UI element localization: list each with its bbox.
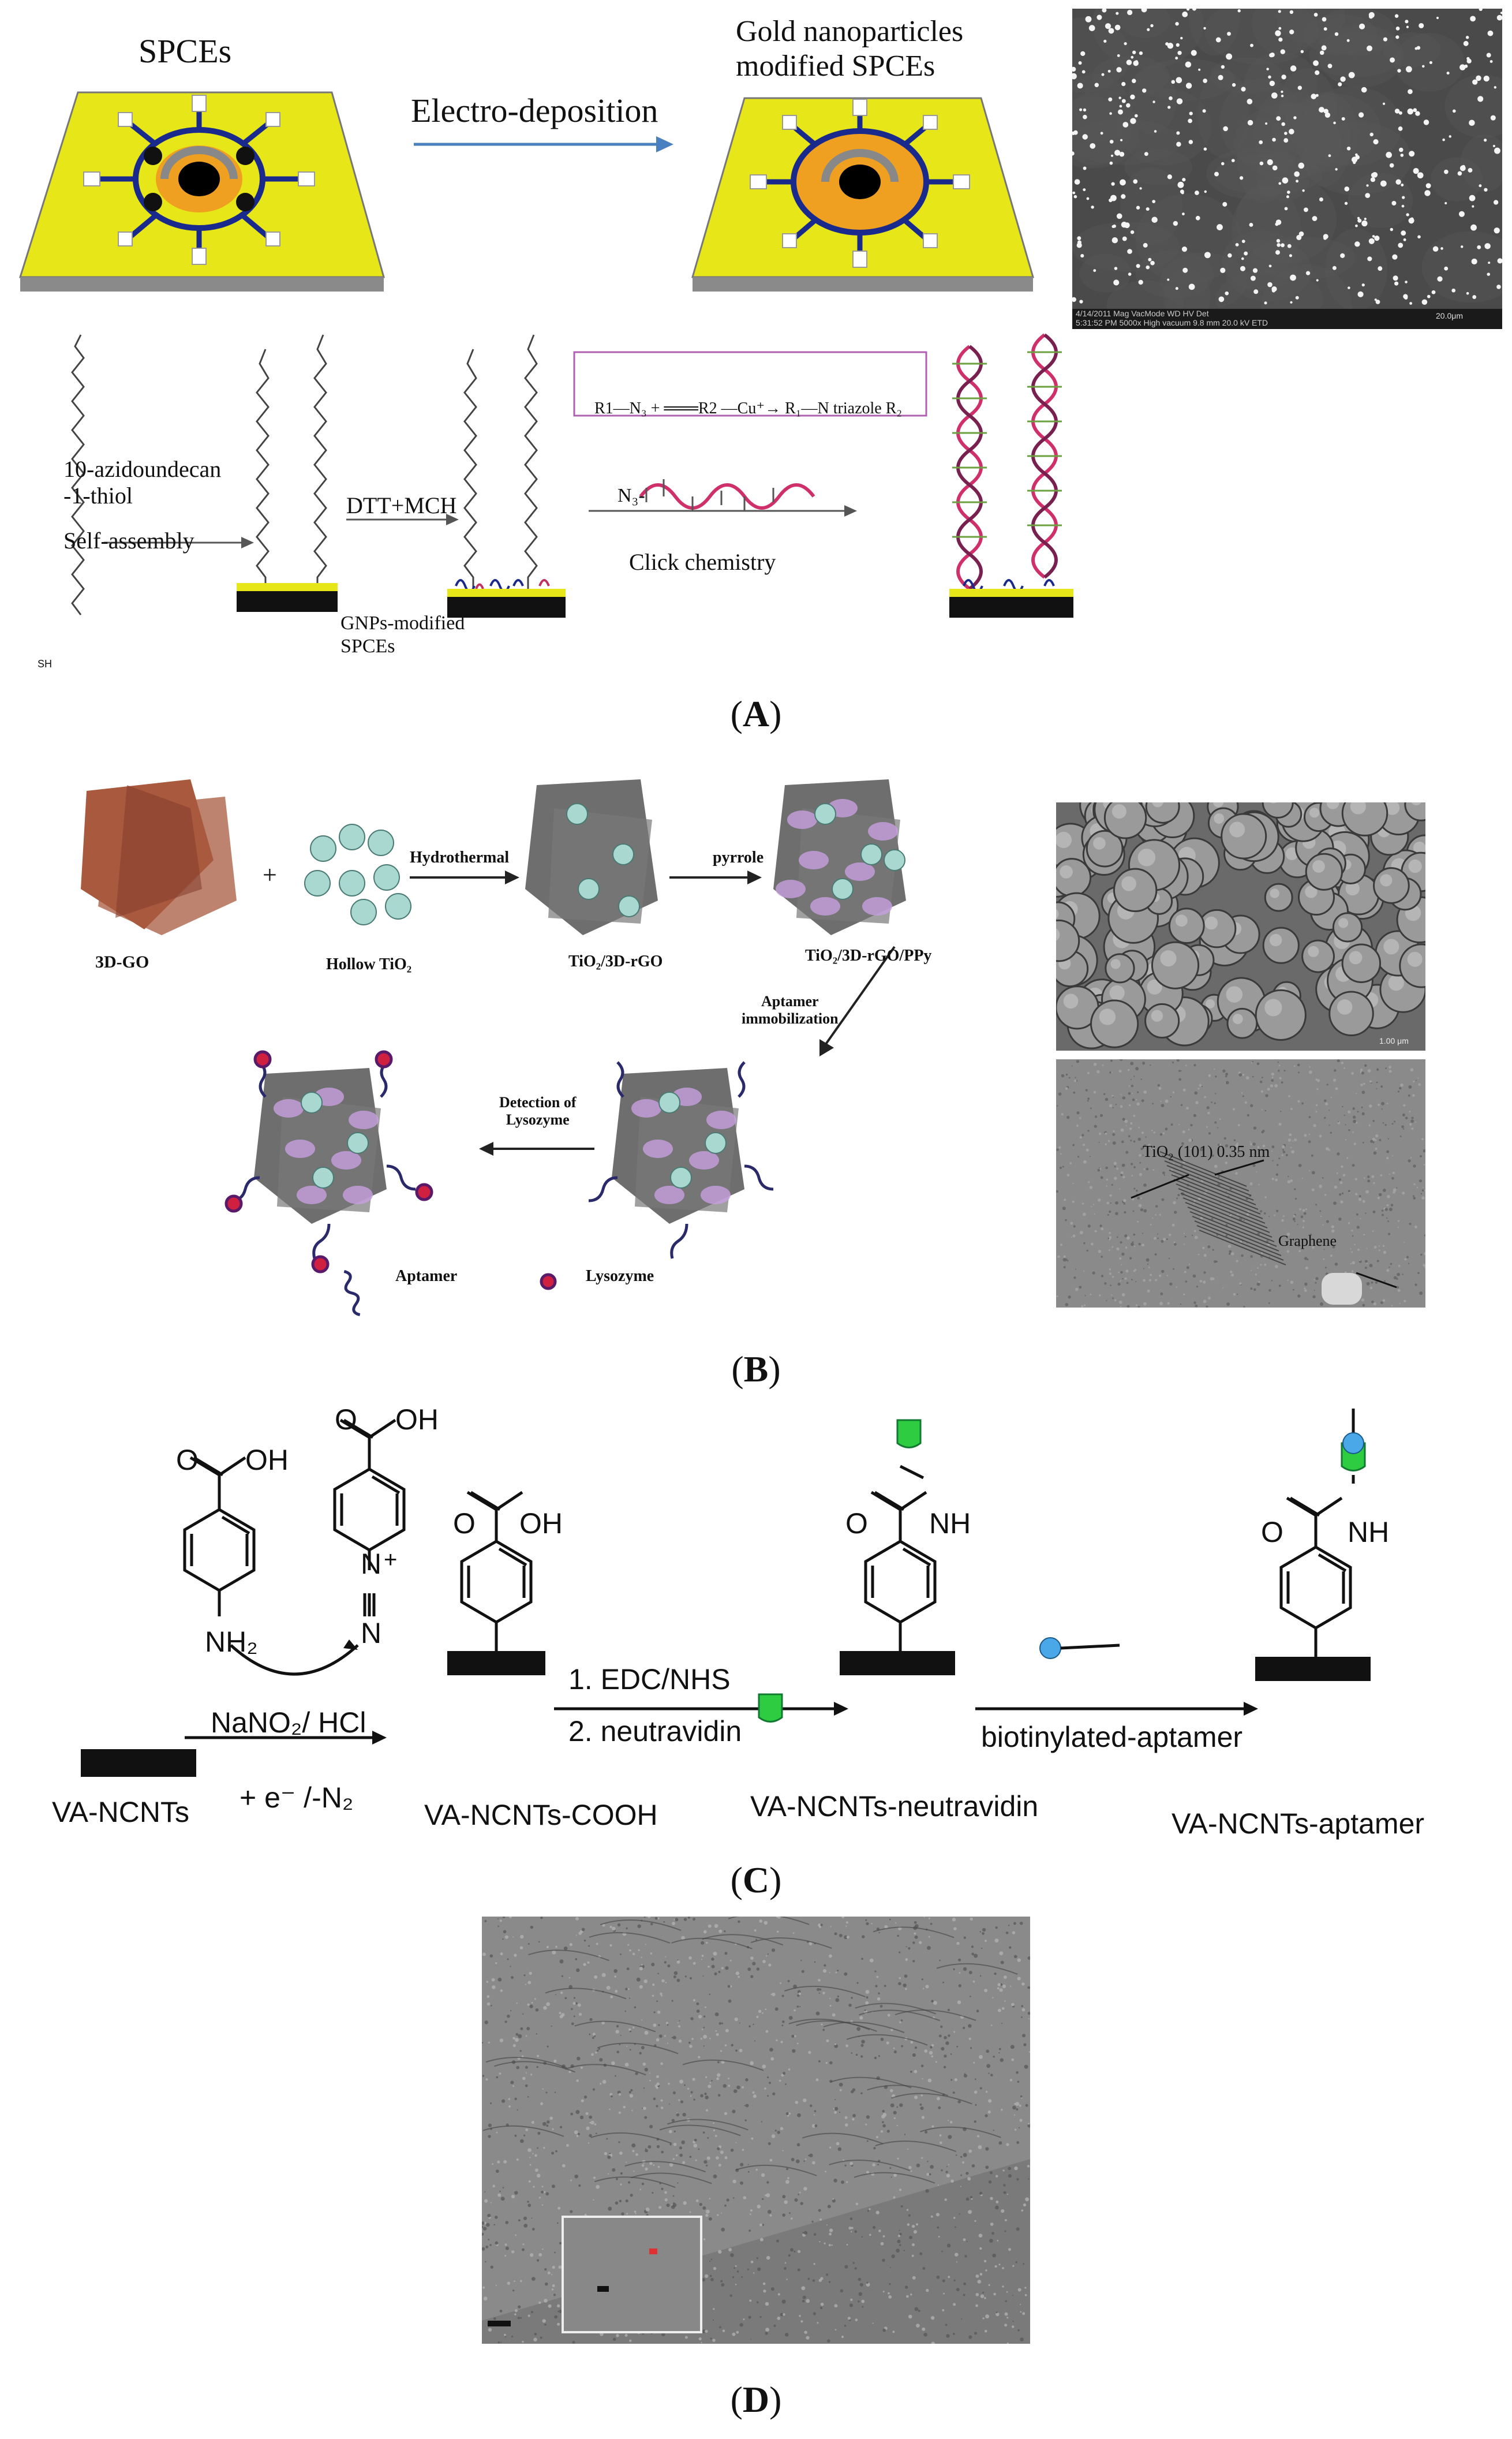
oh-label-1: OH	[245, 1444, 289, 1476]
aptamer-imm-line1: Aptamer	[761, 993, 819, 1010]
va-ncnts-cooh-label: VA-NCNTs-COOH	[424, 1799, 658, 1831]
ppy-label: TiO₂/3D-rGO/PPy	[805, 947, 932, 965]
biotinylated-aptamer-label: biotinylated-aptamer	[981, 1721, 1243, 1753]
o-label-4: O	[845, 1507, 868, 1540]
gold-title-line2: modified SPCEs	[736, 50, 935, 83]
lysozyme-scheme	[81, 779, 906, 1317]
tem-image-nanotube	[482, 1917, 1030, 2344]
hydrothermal-label: Hydrothermal	[410, 849, 510, 866]
nh-label-1: NH	[929, 1507, 971, 1540]
vancnts-reaction-scheme	[81, 1409, 1371, 1777]
click-reaction-equation: R1—N₃ + ═══R2 —Cu⁺→ R₁—N triazole R₂	[594, 399, 903, 417]
legend-lysozyme: Lysozyme	[586, 1267, 654, 1285]
step2-label: DTT+MCH	[346, 492, 457, 518]
nh-label-2: NH	[1348, 1516, 1390, 1548]
sem-scale-label: 20.0μm	[1436, 311, 1463, 320]
nano2-label: NaNO₂/ HCl	[211, 1706, 366, 1739]
sem-footer-2: 5:31:52 PM 5000x High vacuum 9.8 mm 20.0…	[1076, 318, 1268, 327]
o-label-2: O	[335, 1403, 357, 1436]
edc-nhs-label: 1. EDC/NHS	[568, 1663, 731, 1695]
plus-sign: +	[263, 861, 277, 889]
o-label-1: O	[176, 1444, 199, 1476]
o-label-3: O	[453, 1507, 476, 1540]
electro-deposition-label: Electro-deposition	[411, 92, 658, 129]
detection-line2: Lysozyme	[506, 1111, 570, 1128]
detection-line1: Detection of	[499, 1094, 577, 1111]
neutravidin-step-label: 2. neutravidin	[568, 1715, 742, 1747]
va-ncnts-neutravidin-label: VA-NCNTs-neutravidin	[750, 1790, 1039, 1822]
gold-spce-illustration	[691, 97, 1034, 292]
oh-label-2: OH	[395, 1403, 439, 1436]
tem-image-tio2-graphene: TiO₂ (101) 0.35 nm Graphene	[1056, 1059, 1425, 1308]
sem-image-tio2: 1.00 μm	[1056, 802, 1425, 1051]
gold-title-line1: Gold nanoparticles	[736, 15, 964, 48]
sem-b-scale: 1.00 μm	[1379, 1036, 1409, 1045]
click-chemistry-label: Click chemistry	[629, 549, 776, 575]
gnps-line2: SPCEs	[340, 636, 395, 657]
step1-line3: Self-assembly	[63, 528, 194, 554]
panel-c-letter: C	[742, 1859, 770, 1900]
sem-footer: 4/14/2011 Mag VacMode WD HV Det	[1076, 309, 1209, 318]
va-ncnts-label: VA-NCNTs	[52, 1796, 189, 1828]
panel-b-letter: B	[743, 1349, 769, 1390]
pyrrole-label: pyrrole	[713, 849, 764, 866]
va-ncnts-aptamer-label: VA-NCNTs-aptamer	[1172, 1807, 1425, 1840]
oh-label-3: OH	[519, 1507, 563, 1540]
sh-label: SH	[38, 658, 53, 670]
aptamer-imm-line2: immobilization	[742, 1010, 839, 1027]
diazonium-plus: +	[384, 1547, 398, 1573]
rgo-label: TiO₂/3D-rGO	[568, 953, 663, 970]
spce-electrode-illustration	[18, 91, 385, 292]
diazonium-n-bottom: N	[361, 1617, 382, 1649]
go-label: 3D-GO	[95, 953, 149, 972]
tem-graphene-label: Graphene	[1278, 1232, 1337, 1249]
azide-label: N₃-	[617, 485, 645, 506]
tem-tio2-label: TiO₂ (101) 0.35 nm	[1143, 1143, 1270, 1161]
gnps-line1: GNPs-modified	[340, 612, 465, 634]
sem-image-gold-nanoparticles: 4/14/2011 Mag VacMode WD HV Det 5:31:52 …	[1072, 9, 1502, 329]
panel-d-letter: D	[742, 2379, 770, 2420]
hollow-tio2-label: Hollow TiO₂	[326, 955, 412, 973]
spces-title: SPCEs	[139, 32, 232, 70]
nh2-label: NH₂	[205, 1626, 258, 1658]
diazonium-n-top: N	[361, 1548, 382, 1580]
self-assembly-scheme	[71, 333, 1073, 618]
step1-line1: 10-azidoundecan	[63, 456, 222, 482]
electron-label: + e⁻ /-N₂	[239, 1781, 354, 1814]
legend-aptamer: Aptamer	[395, 1267, 458, 1285]
step1-line2: -1-thiol	[63, 483, 133, 509]
o-label-5: O	[1261, 1516, 1283, 1548]
deposition-arrow	[414, 136, 673, 152]
panel-a-letter: A	[742, 693, 770, 734]
